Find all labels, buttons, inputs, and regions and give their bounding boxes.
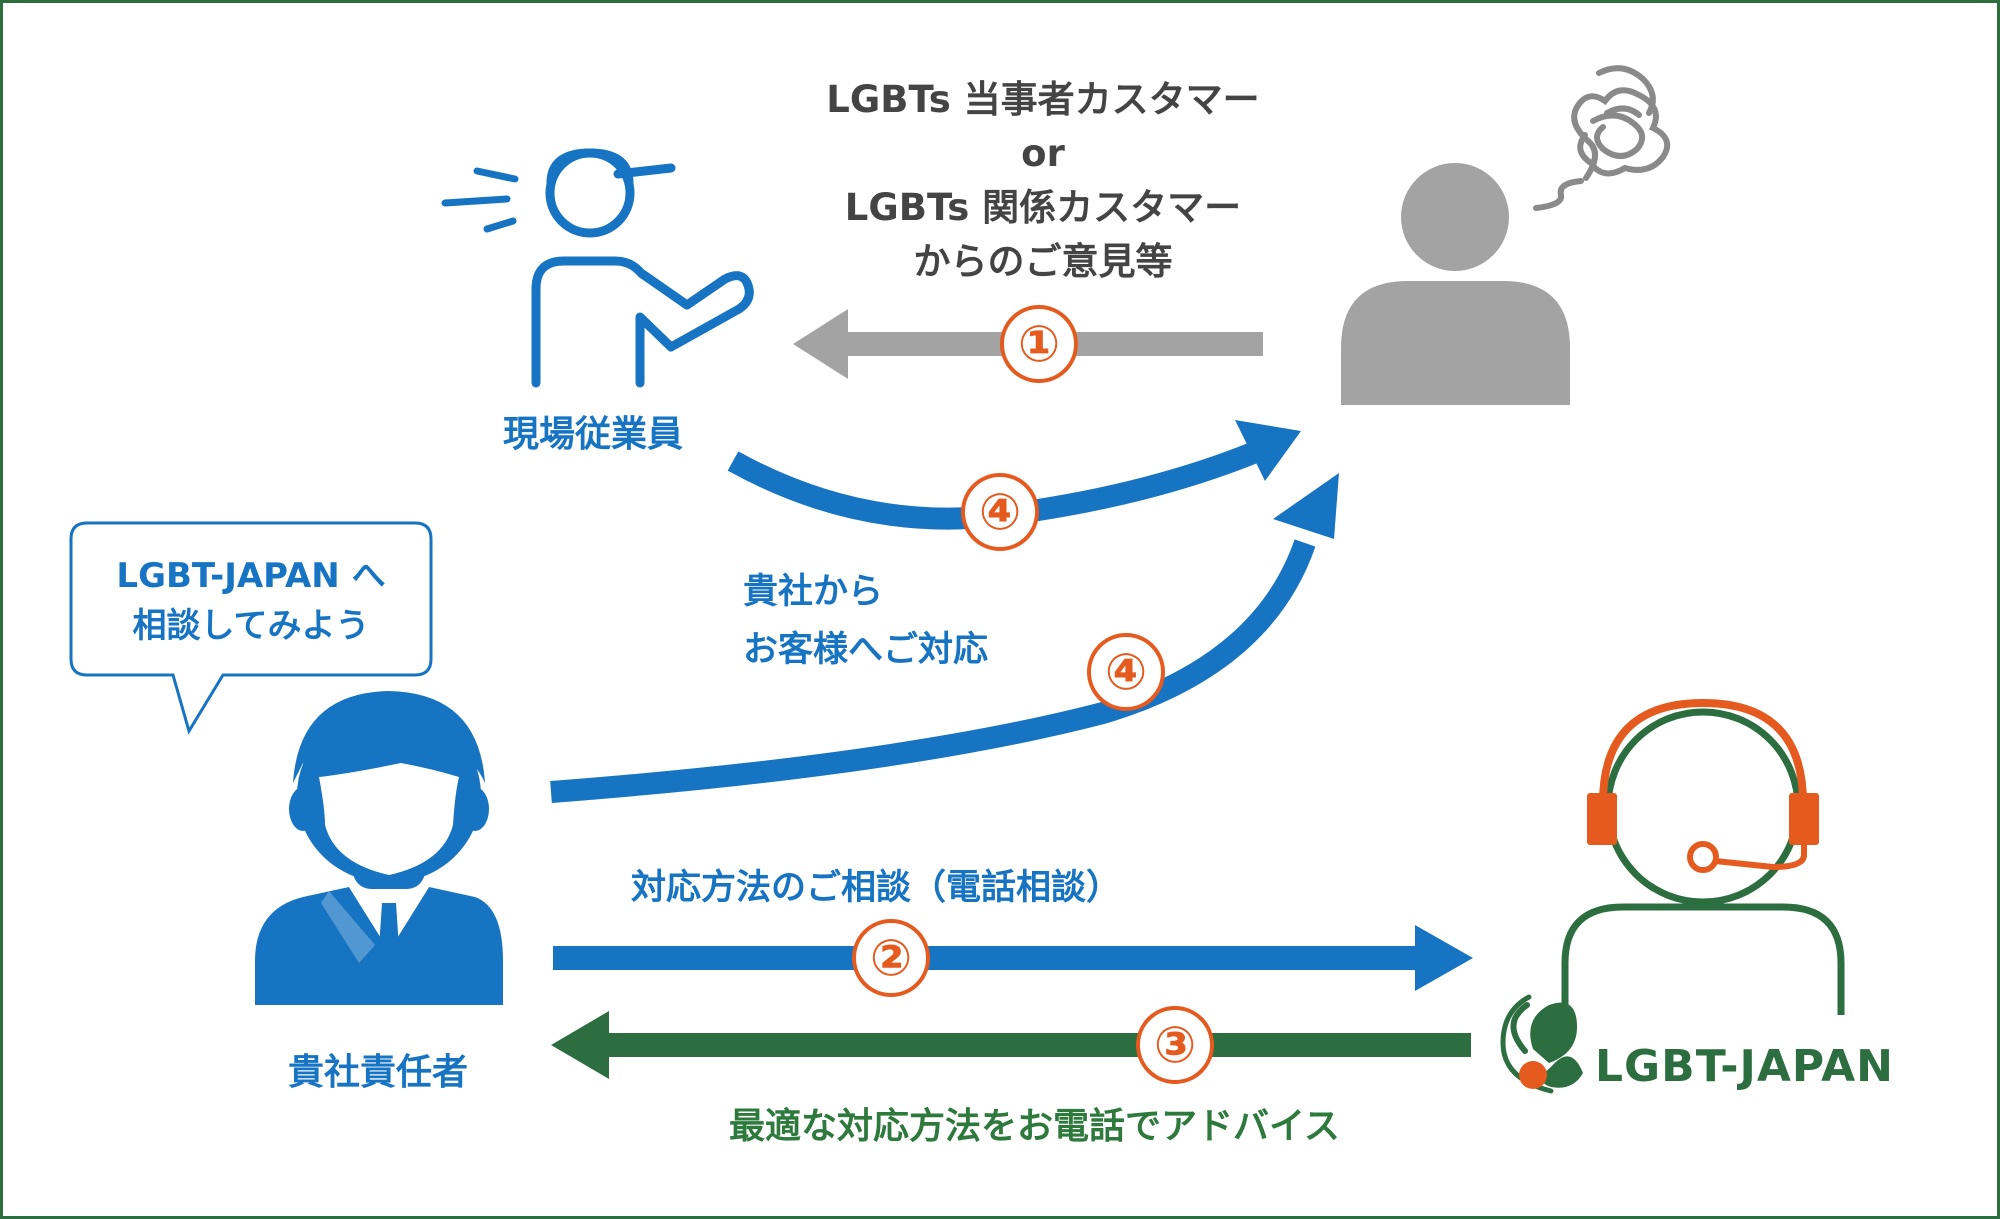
speech-bubble [69,521,433,735]
customer-message-line2: or [1021,132,1065,175]
response-label: 貴社から お客様へご対応 [743,563,988,679]
arrow-step2 [553,925,1473,991]
step-badge-4-lower: ④ [1087,633,1165,711]
arrow-step4-lower [550,473,1339,803]
response-label-line1: 貴社から [743,572,884,612]
customer-message-line1: LGBTs 当事者カスタマー [826,78,1260,121]
speech-bubble-line2: 相談してみよう [132,606,370,646]
operator-headset-icon [1561,698,1845,1015]
staff-person-icon [531,148,754,388]
customer-message: LGBTs 当事者カスタマー or LGBTs 関係カスタマー からのご意見等 [763,73,1323,289]
field-staff-label: 現場従業員 [502,414,683,455]
customer-person-icon [1341,163,1570,405]
diagram-canvas [69,65,1845,1094]
response-label-line2: お客様へご対応 [743,630,989,670]
manager-label: 貴社責任者 [287,1052,468,1093]
arrow-step3 [551,1011,1471,1079]
advice-label: 最適な対応方法をお電話でアドバイス [729,1106,1340,1147]
worried-scribble-icon [1533,65,1671,211]
step-badge-1: ① [1000,305,1078,383]
lgbt-japan-logo-icon [1500,994,1583,1094]
consult-label: 対応方法のご相談（電話相談） [631,868,1122,908]
customer-message-line3: LGBTs 関係カスタマー [844,186,1242,229]
step-badge-4-upper: ④ [961,473,1039,551]
step-badge-3: ③ [1136,1006,1214,1084]
step-badge-2: ② [852,919,930,997]
lgbt-japan-logo-text: LGBT-JAPAN [1595,1041,1895,1092]
sweat-marks-icon [441,167,519,233]
speech-bubble-text: LGBT-JAPAN へ 相談してみよう [73,551,429,651]
speech-bubble-line1: LGBT-JAPAN へ [116,556,386,596]
customer-message-line4: からのご意見等 [913,240,1173,283]
manager-person-icon [255,691,503,1005]
